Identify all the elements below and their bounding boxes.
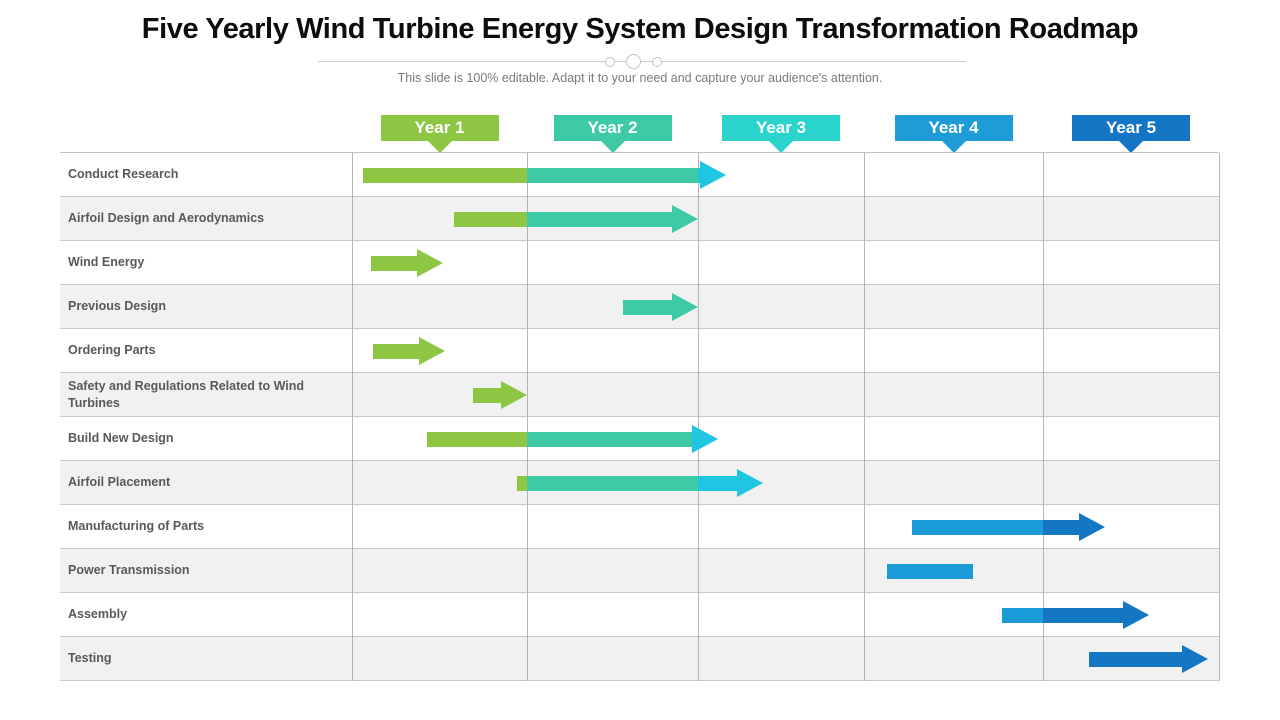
year-tab-4: Year 4 — [894, 115, 1013, 141]
task-label: Airfoil Design and Aerodynamics — [68, 211, 265, 226]
gantt-bar-segment — [453, 211, 527, 227]
task-label: Manufacturing of Parts — [68, 519, 205, 534]
gantt-bar-arrowhead-icon — [672, 293, 698, 321]
gantt-bar-arrowhead-icon — [1078, 513, 1105, 541]
task-row: Wind Energy — [60, 241, 1219, 285]
gantt-bar-segment — [1043, 519, 1079, 535]
task-row: Power Transmission — [60, 549, 1219, 593]
task-label: Build New Design — [68, 431, 174, 446]
year-pointer-icon — [769, 141, 793, 153]
grid-vline — [698, 153, 699, 681]
gantt-bar-segment — [527, 431, 692, 447]
gantt-bar-segment — [427, 431, 527, 447]
divider-ring-icon — [626, 54, 641, 69]
grid-vline — [1219, 153, 1220, 681]
gantt-bar-arrowhead-icon — [501, 381, 527, 409]
gantt-bar-arrowhead-icon — [691, 425, 718, 453]
task-label: Previous Design — [68, 299, 166, 314]
gantt-bar-segment — [622, 299, 672, 315]
gantt-bar-arrowhead-icon — [1182, 645, 1209, 673]
grid-vline — [352, 153, 353, 681]
divider-ring-icon — [605, 57, 615, 67]
gantt-bar-segment — [527, 211, 672, 227]
gantt-bar-arrowhead-icon — [1122, 601, 1149, 629]
task-label: Wind Energy — [68, 255, 145, 270]
gantt-bar-segment — [373, 343, 419, 359]
gantt-bar-segment — [1001, 607, 1043, 623]
task-label: Ordering Parts — [68, 343, 156, 358]
gantt-bar-segment — [887, 563, 974, 579]
slide-subtitle: This slide is 100% editable. Adapt it to… — [397, 71, 883, 85]
gantt-bar-segment — [371, 255, 417, 271]
task-label: Safety and Regulations Related to Wind T… — [68, 379, 305, 410]
task-row: Testing — [60, 637, 1219, 681]
gantt-bar-segment — [472, 387, 501, 403]
gantt-bar-segment — [362, 167, 527, 183]
task-label: Airfoil Placement — [68, 475, 171, 490]
task-label: Conduct Research — [68, 167, 179, 182]
gantt-bar-segment — [1088, 651, 1183, 667]
title-divider-line — [318, 61, 966, 62]
task-row: Safety and Regulations Related to Wind T… — [60, 373, 1219, 417]
year-tab-2: Year 2 — [553, 115, 672, 141]
gantt-bar-arrowhead-icon — [418, 337, 445, 365]
task-row: Ordering Parts — [60, 329, 1219, 373]
gantt-chart: Year 1 Year 2 Year 3 Year 4 Year 5 Conduct R… — [60, 115, 1220, 681]
grid-vline — [864, 153, 865, 681]
gantt-bar-arrowhead-icon — [700, 161, 727, 189]
year-pointer-icon — [941, 141, 966, 153]
gantt-bar-arrowhead-icon — [736, 469, 763, 497]
gantt-bar-arrowhead-icon — [417, 249, 443, 277]
gantt-bar-segment — [912, 519, 1043, 535]
year-pointer-icon — [427, 141, 452, 153]
gantt-bar-segment — [698, 475, 737, 491]
year-pointer-icon — [600, 141, 625, 153]
gantt-bar-arrowhead-icon — [672, 205, 698, 233]
gantt-bar-segment — [698, 167, 701, 183]
task-label: Power Transmission — [68, 563, 190, 578]
gantt-bar-segment — [516, 475, 527, 491]
task-label: Assembly — [68, 607, 128, 622]
divider-ring-icon — [652, 57, 662, 67]
gantt-bar-segment — [1043, 607, 1123, 623]
grid-vline — [1043, 153, 1044, 681]
gantt-bar-segment — [527, 475, 698, 491]
gantt-bar-segment — [527, 167, 698, 183]
year-tab-3: Year 3 — [722, 115, 840, 141]
year-tab-5: Year 5 — [1072, 115, 1190, 141]
year-pointer-icon — [1119, 141, 1143, 153]
page-title: Five Yearly Wind Turbine Energy System D… — [141, 13, 1139, 45]
year-tab-1: Year 1 — [380, 115, 499, 141]
grid-vline — [527, 153, 528, 681]
task-label: Testing — [68, 651, 112, 666]
